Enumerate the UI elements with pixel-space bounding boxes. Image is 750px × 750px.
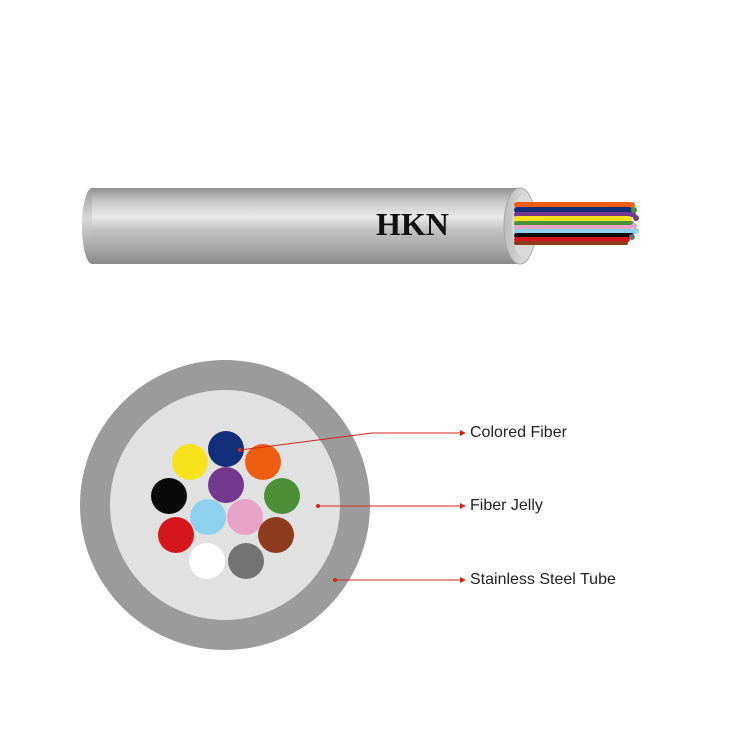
fiber-strand-yellow: [514, 216, 632, 222]
fiber-black: [151, 478, 187, 514]
fiber-tip-orange: [629, 202, 635, 208]
fiber-light-blue: [190, 499, 226, 535]
fiber-brown: [258, 517, 294, 553]
callout-line: [239, 432, 460, 451]
fiber-purple: [208, 467, 244, 503]
fiber-strand-purple: [514, 212, 636, 217]
fiber-white: [189, 543, 225, 579]
fiber-strand-light-blue: [514, 229, 636, 234]
fiber-strand-black: [514, 233, 634, 238]
fiber-strand-orange: [514, 202, 632, 208]
fiber-orange: [245, 444, 281, 480]
fiber-strand-red: [514, 237, 630, 242]
fiber-strand-blue: [514, 207, 634, 213]
label-colored-fiber: Colored Fiber: [470, 424, 567, 441]
fiber-red: [158, 517, 194, 553]
fiber-tip-purple: [633, 215, 639, 221]
fiber-tip-pink: [631, 223, 637, 229]
callout-fiber-jelly: [316, 503, 466, 509]
callout-stainless-steel-tube: [333, 577, 466, 583]
callout-colored-fiber: [238, 430, 466, 452]
fiber-green: [264, 478, 300, 514]
fiber-strand-brown: [514, 241, 628, 245]
callout-arrowhead: [460, 430, 466, 436]
fiber-strand-pink: [514, 225, 632, 230]
fiber-tip-green: [631, 207, 637, 213]
fiber-gray: [228, 543, 264, 579]
brand-logo-text: HKN: [376, 206, 449, 242]
fiber-blue: [208, 431, 244, 467]
tube-body: [92, 188, 520, 264]
colored-fibers-group: [151, 431, 300, 579]
fiber-yellow: [172, 444, 208, 480]
callouts: [238, 430, 466, 583]
fiber-tip-light-blue: [633, 228, 639, 234]
cross-section: [80, 360, 370, 650]
label-stainless-steel-tube: Stainless Steel Tube: [470, 571, 616, 588]
label-fiber-jelly: Fiber Jelly: [470, 497, 543, 514]
fiber-strand-green: [514, 221, 634, 226]
fiber-jelly-area: [110, 390, 340, 620]
protruding-fibers: [514, 202, 639, 245]
callout-arrowhead: [460, 503, 466, 509]
tube-side-view: [82, 187, 639, 265]
fiber-tip-gray: [629, 234, 635, 240]
fiber-pink: [227, 499, 263, 535]
callout-arrowhead: [460, 577, 466, 583]
